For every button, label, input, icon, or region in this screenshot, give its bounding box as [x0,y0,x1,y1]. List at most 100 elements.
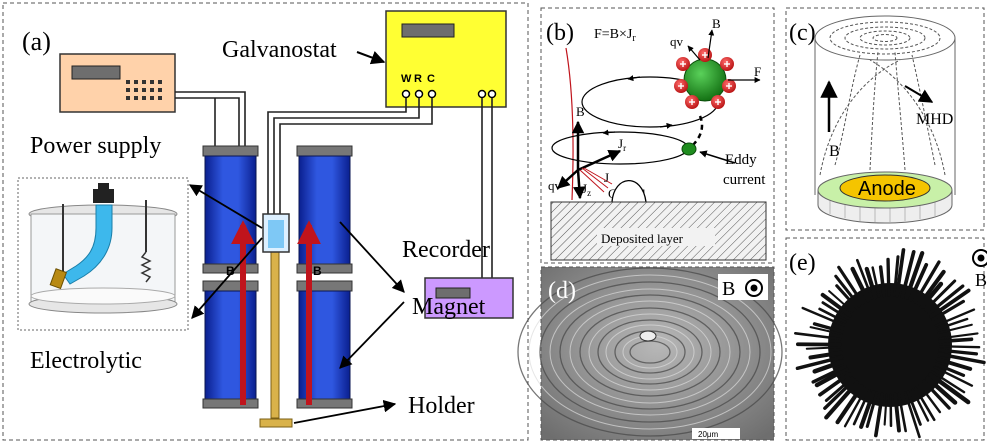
dendrite-branch [919,281,944,309]
dendrite-branch [814,366,849,388]
cell-vessel [262,213,290,253]
electrolytic-arrow-lower [191,237,263,319]
dendrite-branch [897,392,907,433]
dendrite-branch [914,386,936,422]
dendrite-branch [892,255,900,297]
dendrite-branch [938,345,981,349]
recorder-device [424,277,514,319]
dendrite-branch [850,266,871,303]
dendrite-branch [794,332,842,341]
dendrite-branch [933,366,974,387]
dendrite-branch [812,359,846,374]
panel-c-frame [785,7,985,231]
terminal-c-label: C [427,73,435,85]
magnet-arrow-lower [339,301,405,369]
panel-b-tag: (b) [546,20,574,46]
dendrite-branch [893,392,901,433]
dendrite-branch [878,265,886,298]
dendrite-branch [865,391,879,428]
red-vectors [579,167,613,193]
field-label-e: B [975,270,987,290]
dendrite-branch [906,390,922,426]
dendrite-branch [903,391,921,439]
panel-c: (c) Anode B MHD [785,7,985,231]
dendrite-branch [908,262,929,302]
galvanostat-label: Galvanostat [222,37,337,63]
power-cables [175,91,246,148]
dendrite-branch [883,393,888,426]
dendrite-branch [937,352,986,365]
dendrite-branch [886,257,891,297]
power-supply-device [59,53,176,113]
panel-c-tag: (c) [789,20,816,46]
dendrite-branch [864,266,878,300]
dendrite-branch [913,260,941,304]
eddy-label-2: current [723,172,766,188]
dendrite-branch [911,388,930,422]
dendrite-branch [917,269,946,307]
dendrite-branch [859,390,876,429]
panel-b: (b) F=B×Jr [540,7,775,264]
deposited-label: Deposited layer [601,231,684,246]
holder-rod [259,239,293,428]
b-label-c: B [829,143,840,160]
jz-sub: z [587,188,591,198]
dendrite-branch [801,306,846,327]
dendrite-branch [928,372,971,405]
dendrite-branch [835,284,859,310]
dendrite-branch [931,299,965,322]
b-arrow-top [707,29,715,59]
electrolytic-arrow-upper [188,184,263,229]
b-label-top: B [712,16,721,31]
dendrite-branch [900,249,916,299]
eddy-label-1: Eddy [725,152,757,168]
panel-e-frame [785,237,985,441]
panel-d: (d) B 20μm [517,266,783,441]
dendrite-branch [843,387,867,428]
panel-a: (a) Power supply W R C [2,2,529,441]
qv-label-bottom: qv [548,178,562,193]
dendrite-pattern [794,248,986,439]
dendrite-branch [823,378,856,410]
anode-label: Anode [858,178,916,200]
terminal-r-label: R [414,73,422,85]
dendrite-branch [895,248,906,298]
electrolytic-label: Electrolytic [30,348,142,374]
dendrite-branch [871,266,881,298]
recorder-label: Recorder [402,237,490,263]
electrode-cables [267,98,493,278]
force-formula-sub: r [632,33,636,44]
dendrite-branch [837,265,865,305]
dendrite-branch [929,288,971,319]
anode-disk [839,174,931,202]
qv-arrow-top [687,45,701,61]
field-label-right: B [313,264,322,278]
dendrite-branch [924,279,957,312]
jr-label: Jr [618,136,626,153]
panel-d-tag: (d) [548,278,576,304]
holder-label: Holder [408,393,475,419]
dendrite-branch [935,357,973,371]
dendrite-branch [925,375,958,405]
dendrite-branch [938,332,979,340]
dendrite-branch [821,301,850,320]
scale-bar-box [692,428,740,439]
mhd-arrow [904,85,934,103]
crystal-mound [611,179,647,203]
dendrite-branch [852,389,871,426]
dendrite-branch [818,307,847,324]
dendrite-branch [835,384,864,425]
dendrite-branch [934,308,976,327]
magnet-arrow-upper [339,221,405,293]
scale-bar-label: 20μm [698,430,719,439]
dendrite-branch [824,380,860,420]
dendrite-branch [808,350,843,360]
dendrite-branch [805,346,842,350]
sem-texture [517,267,783,437]
field-label-left: B [226,264,235,278]
dendrite-branch [855,258,874,300]
jr-sub: r [623,143,626,153]
power-supply-label: Power supply [30,133,161,159]
dendrite-branch [936,317,969,331]
panel-b-frame [540,7,775,264]
